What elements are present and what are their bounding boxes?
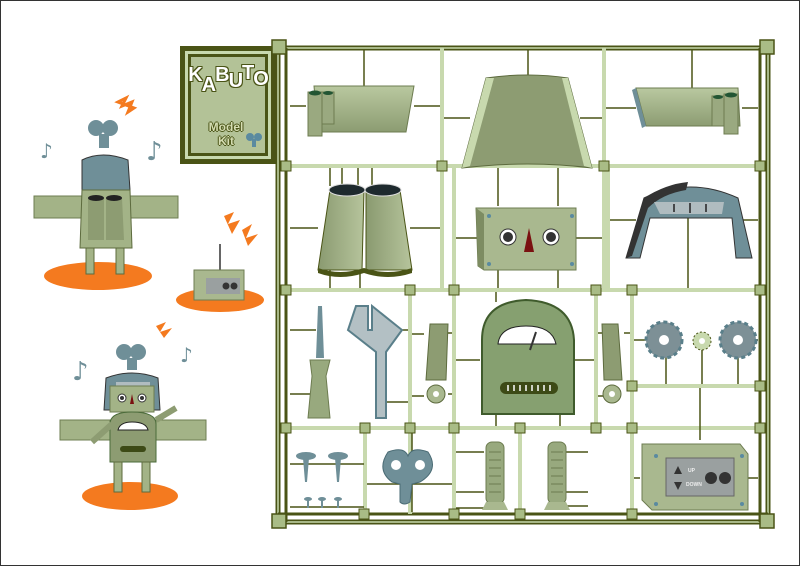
part-chest-plate	[461, 74, 593, 169]
subtitle-line-2: Kit	[218, 134, 234, 148]
remote-up-label: UP	[688, 468, 695, 474]
part-hand-right	[601, 323, 623, 404]
remote-on-stand	[176, 212, 264, 312]
kit-subtitle: Model Kit	[200, 120, 252, 148]
part-screws	[296, 452, 348, 508]
remote-down-label: DOWN	[686, 482, 702, 488]
kit-title: KABUTO	[180, 62, 276, 96]
part-leg-barrels	[317, 183, 413, 277]
svg-text:♪: ♪	[146, 137, 163, 167]
title-letter: K	[188, 64, 202, 86]
subtitle-line-1: Model	[208, 120, 244, 134]
title-letter: T	[242, 62, 254, 84]
part-screwdriver	[307, 306, 331, 419]
part-arm-left	[307, 85, 415, 137]
part-helmet	[625, 182, 753, 259]
title-letter: A	[201, 74, 216, 96]
part-wind-up-key	[382, 449, 433, 505]
key-icon	[246, 133, 262, 147]
part-gears	[644, 320, 758, 360]
svg-text:♪: ♪	[180, 343, 193, 367]
part-foot-left	[482, 441, 508, 510]
title-letter: U	[228, 70, 243, 92]
robot-top: ♪ ♪	[33, 94, 179, 290]
part-remote-control	[641, 443, 749, 511]
kit-title-box: KABUTO Model Kit	[180, 46, 276, 164]
part-torso-gauge	[481, 298, 575, 415]
part-foot-right	[544, 441, 570, 510]
svg-text:♪: ♪	[72, 357, 89, 387]
robot-bottom: ♪ ♪	[59, 322, 207, 510]
svg-text:♪: ♪	[40, 139, 53, 163]
title-letter: O	[253, 68, 269, 90]
part-face-plate	[475, 207, 577, 271]
part-hand-left	[425, 323, 449, 404]
title-letter: B	[215, 64, 229, 86]
part-arm-right	[632, 87, 741, 135]
part-wrench	[346, 303, 404, 419]
sprue-frame	[180, 39, 775, 529]
